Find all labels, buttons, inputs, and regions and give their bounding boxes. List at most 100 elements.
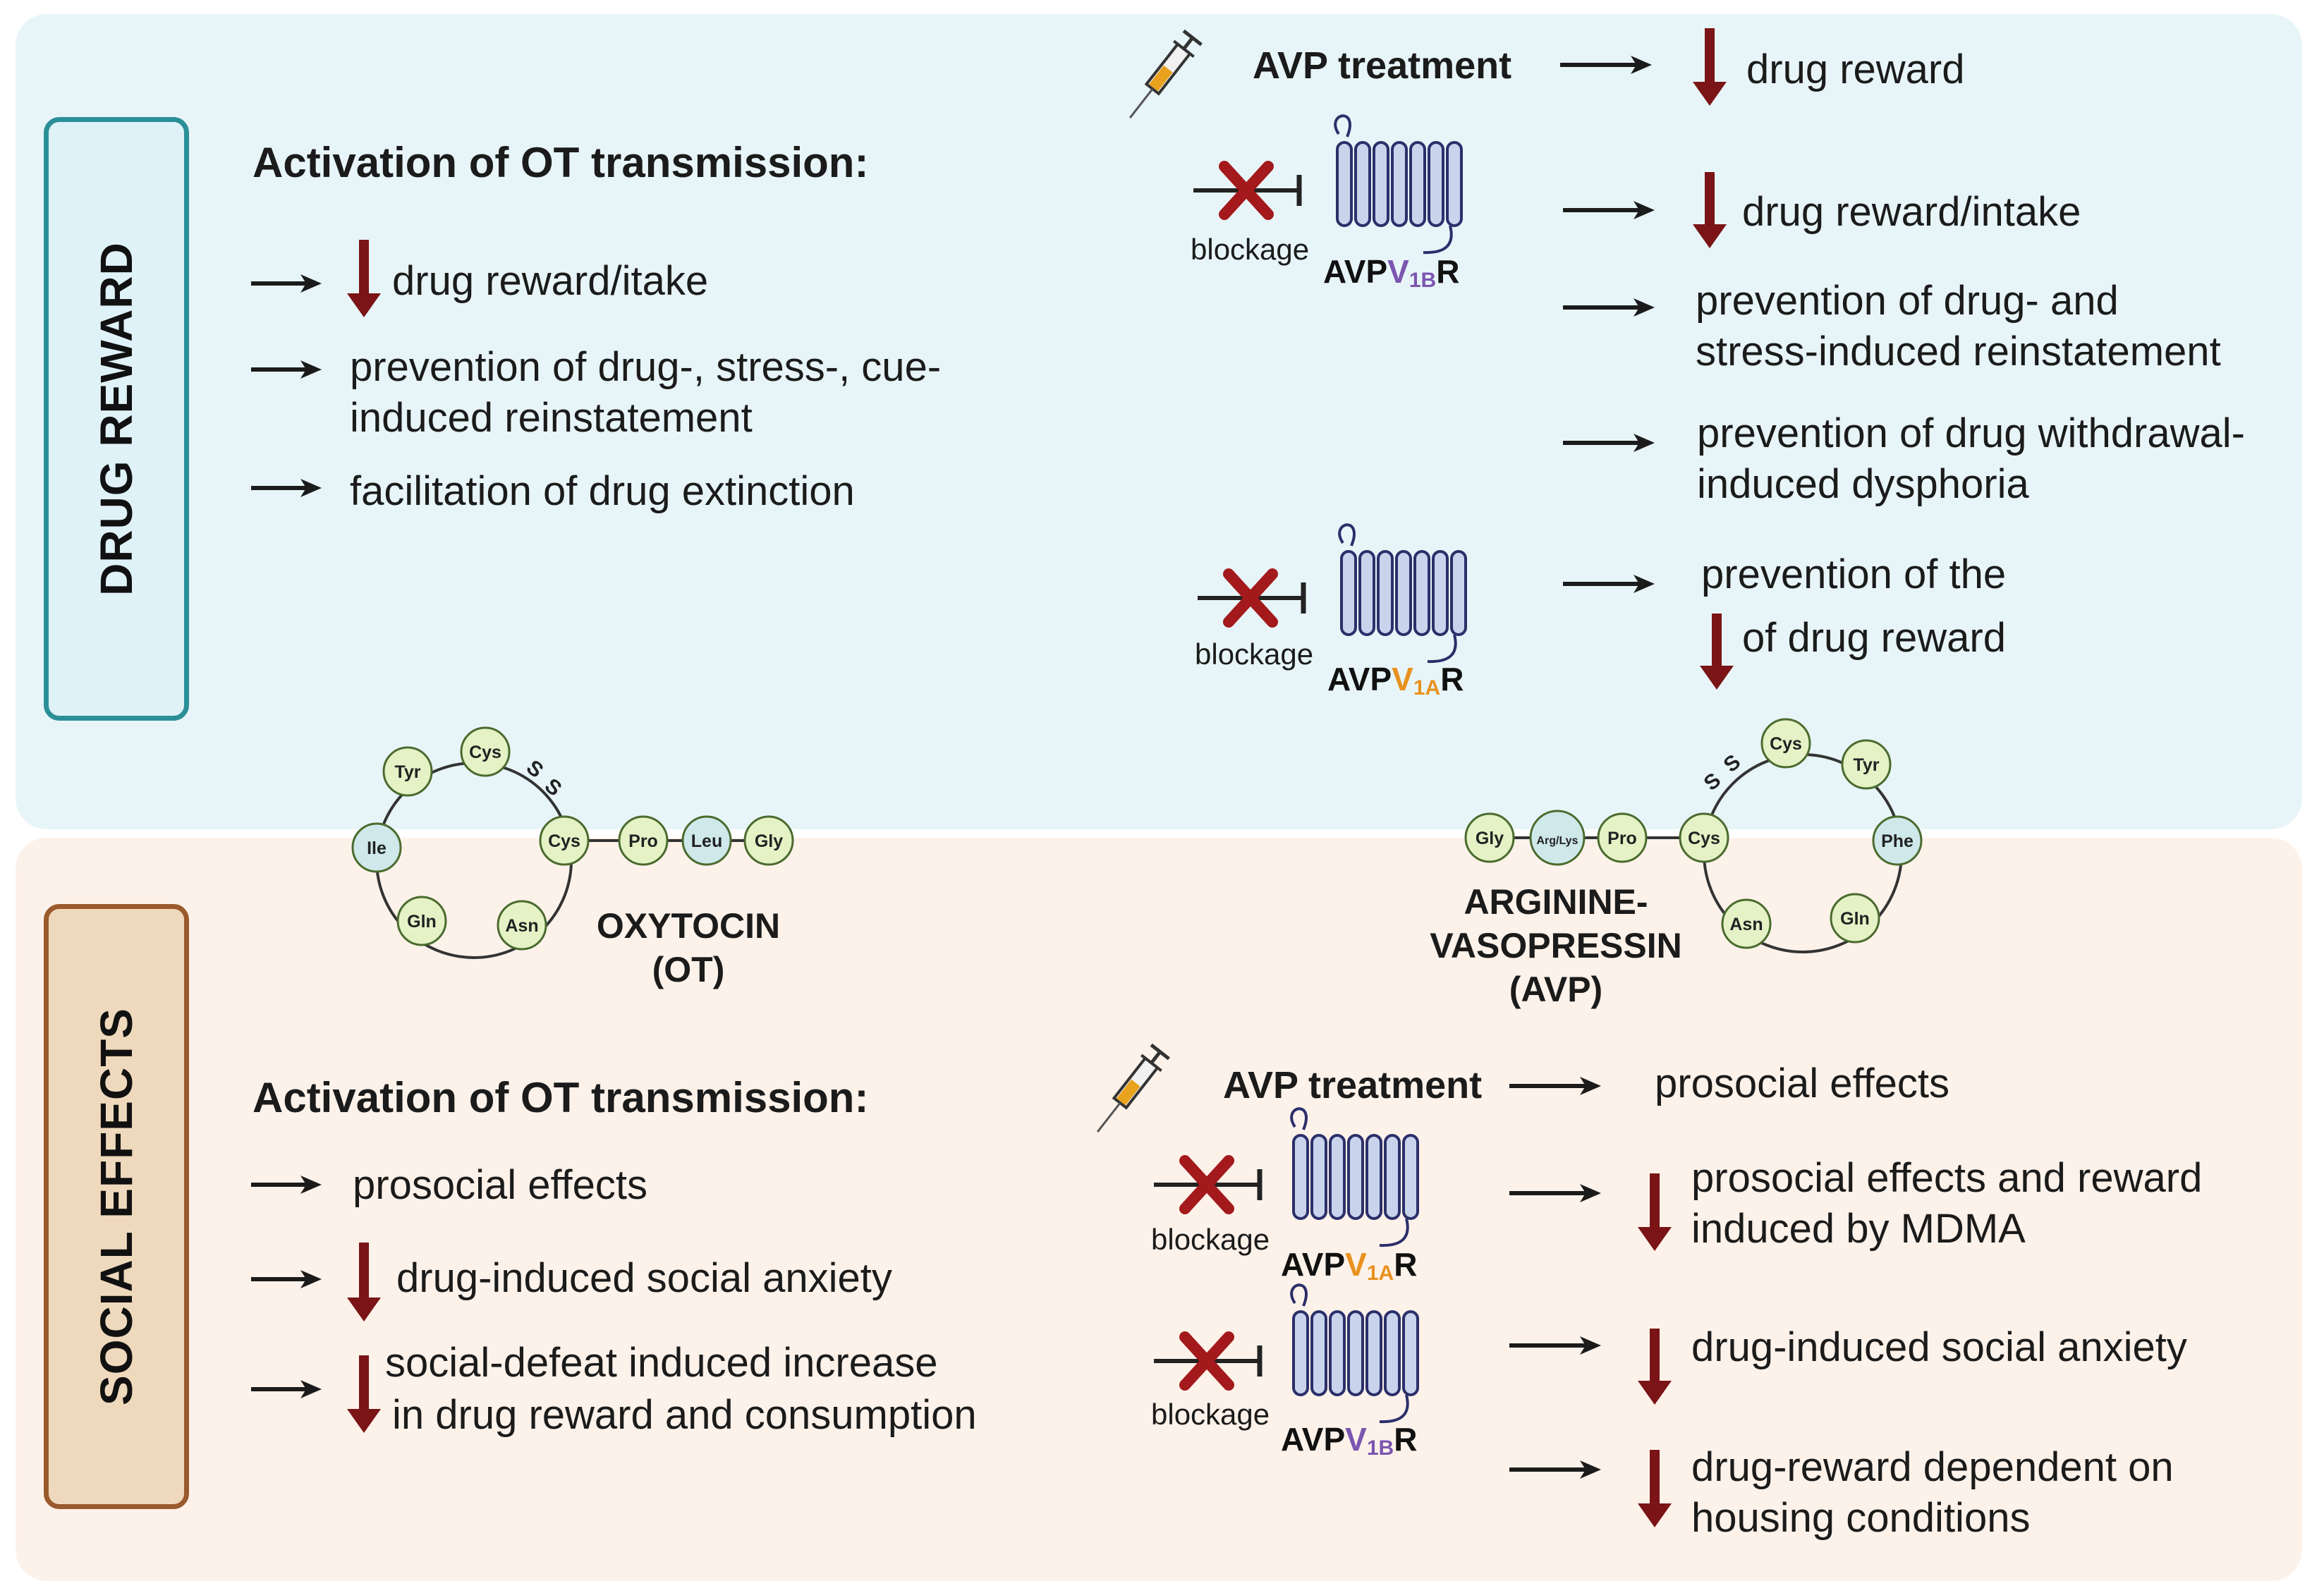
amino-acid-bead: Tyr — [1841, 739, 1892, 790]
svg-text:Cys: Cys — [1770, 734, 1802, 754]
right-arrow-icon — [251, 1270, 322, 1288]
svg-text:Gly: Gly — [1476, 829, 1504, 848]
reward-v1b-effect-3-line-1: prevention of drug withdrawal- — [1697, 410, 2245, 456]
blockage-icon — [1154, 1331, 1263, 1391]
amino-acid-bead: Phe — [1872, 815, 1923, 866]
social-ot-item-3-line-1: social-defeat induced increase — [385, 1340, 938, 1386]
reward-ot-item-2-line-1: prevention of drug-, stress-, cue- — [350, 344, 942, 390]
right-arrow-icon — [1563, 575, 1655, 593]
receptor-prefix: AVP — [1281, 1246, 1346, 1283]
right-arrow-icon — [251, 274, 322, 293]
vasopressin-name-1: ARGININE- — [1464, 882, 1648, 922]
receptor-suffix: R — [1436, 253, 1460, 290]
receptor-subtype: 1A — [1413, 676, 1441, 700]
svg-text:Leu: Leu — [691, 831, 722, 851]
amino-acid-bead: Ile — [351, 822, 402, 873]
svg-text:Ile: Ile — [367, 838, 387, 858]
right-arrow-icon — [1509, 1077, 1601, 1095]
reward-v1b-receptor-label: AVPV1BR — [1323, 252, 1459, 293]
social-ot-heading: Activation of OT transmission: — [253, 1074, 869, 1121]
amino-acid-bead: Cys — [1679, 812, 1729, 863]
amino-acid-bead: Pro — [1597, 812, 1648, 863]
social-ot-item-3-line-2: in drug reward and consumption — [392, 1392, 977, 1438]
gpcr-receptor-icon — [1334, 114, 1463, 255]
gpcr-receptor-icon — [1290, 1107, 1419, 1247]
social-effects-panel — [16, 838, 2302, 1581]
reward-v1b-effect-2-line-1: prevention of drug- and — [1696, 278, 2119, 324]
svg-text:Arg/Lys: Arg/Lys — [1537, 835, 1578, 847]
amino-acid-bead: Gly — [1464, 812, 1515, 863]
svg-text:Cys: Cys — [469, 743, 501, 762]
amino-acid-bead: Cys — [460, 726, 511, 777]
disulfide-s: S — [1700, 769, 1726, 795]
social-v1a-blockage-label: blockage — [1151, 1223, 1270, 1256]
social-v1b-effect-2-line-1: drug-reward dependent on — [1691, 1444, 2174, 1490]
disulfide-s: S — [540, 774, 566, 801]
amino-acid-bead: Gln — [396, 896, 447, 946]
svg-text:Gln: Gln — [1840, 909, 1870, 929]
amino-acid-bead: Cys — [1760, 718, 1811, 769]
reward-ot-item-1: drug reward/itake — [392, 258, 709, 304]
amino-acid-bead: Asn — [497, 900, 547, 951]
svg-text:Phe: Phe — [1881, 831, 1914, 851]
reward-v1b-effect-2-line-2: stress-induced reinstatement — [1696, 329, 2221, 374]
drug-reward-panel — [16, 14, 2302, 829]
reward-v1b-effect-1: drug reward/intake — [1742, 189, 2081, 235]
social-avp-treatment-effect: prosocial effects — [1655, 1061, 1950, 1106]
reward-ot-heading: Activation of OT transmission: — [253, 139, 869, 186]
receptor-v: V — [1345, 1246, 1367, 1283]
down-arrow-icon — [1638, 1329, 1672, 1405]
right-arrow-icon — [251, 1380, 322, 1398]
down-arrow-icon — [347, 240, 381, 317]
receptor-v: V — [1345, 1421, 1367, 1458]
right-arrow-icon — [1563, 298, 1655, 317]
amino-acid-bead: Arg/Lys — [1529, 810, 1586, 866]
right-arrow-icon — [251, 360, 322, 379]
amino-acid-bead: Gln — [1830, 893, 1880, 944]
syringe-icon — [1128, 29, 1203, 118]
right-arrow-icon — [1509, 1336, 1601, 1355]
amino-acid-bead: Cys — [539, 815, 590, 866]
receptor-suffix: R — [1440, 661, 1464, 697]
svg-text:Tyr: Tyr — [1853, 755, 1879, 775]
receptor-subtype: 1B — [1409, 269, 1437, 292]
right-arrow-icon — [1560, 56, 1652, 74]
amino-acid-bead: Tyr — [382, 746, 433, 797]
reward-v1a-effect-line-2: of drug reward — [1742, 615, 2006, 661]
reward-ot-item-2-line-2: induced reinstatement — [350, 395, 753, 441]
social-effects-label-box: SOCIAL EFFECTS — [44, 904, 189, 1509]
svg-text:Asn: Asn — [1729, 915, 1763, 934]
social-v1b-effect-1: drug-induced social anxiety — [1691, 1324, 2187, 1370]
svg-text:Cys: Cys — [1688, 829, 1720, 848]
right-arrow-icon — [1563, 201, 1655, 219]
amino-acid-bead: Asn — [1721, 898, 1772, 949]
social-v1b-effect-2-line-2: housing conditions — [1691, 1495, 2031, 1541]
amino-acid-bead: Gly — [743, 815, 794, 866]
amino-acid-bead: Pro — [618, 815, 669, 866]
oxytocin-abbr: (OT) — [652, 950, 725, 989]
down-arrow-icon — [1638, 1450, 1672, 1527]
oxytocin-label: OXYTOCIN (OT) — [583, 904, 794, 991]
receptor-subtype: 1A — [1366, 1262, 1394, 1285]
social-ot-item-1: prosocial effects — [353, 1162, 648, 1208]
receptor-suffix: R — [1394, 1421, 1418, 1458]
receptor-prefix: AVP — [1281, 1421, 1346, 1458]
social-v1a-receptor-label: AVPV1AR — [1281, 1245, 1417, 1286]
receptor-subtype: 1B — [1366, 1436, 1394, 1460]
reward-v1a-blockage-label: blockage — [1195, 637, 1314, 671]
social-avp-treatment-label: AVP treatment — [1223, 1064, 1483, 1106]
receptor-suffix: R — [1394, 1246, 1418, 1283]
vasopressin-label: ARGININE- VASOPRESSIN (AVP) — [1408, 880, 1704, 1011]
gpcr-receptor-icon — [1338, 523, 1467, 664]
reward-v1b-blockage-label: blockage — [1191, 233, 1310, 266]
right-arrow-icon — [1563, 434, 1655, 452]
vasopressin-name-2: VASOPRESSIN — [1430, 926, 1682, 965]
gpcr-receptor-icon — [1290, 1283, 1419, 1424]
oxytocin-name: OXYTOCIN — [596, 906, 781, 946]
reward-v1a-effect-line-1: prevention of the — [1701, 551, 2007, 597]
svg-text:Gln: Gln — [407, 912, 437, 932]
down-arrow-icon — [347, 1243, 381, 1322]
svg-text:Gly: Gly — [755, 831, 783, 851]
